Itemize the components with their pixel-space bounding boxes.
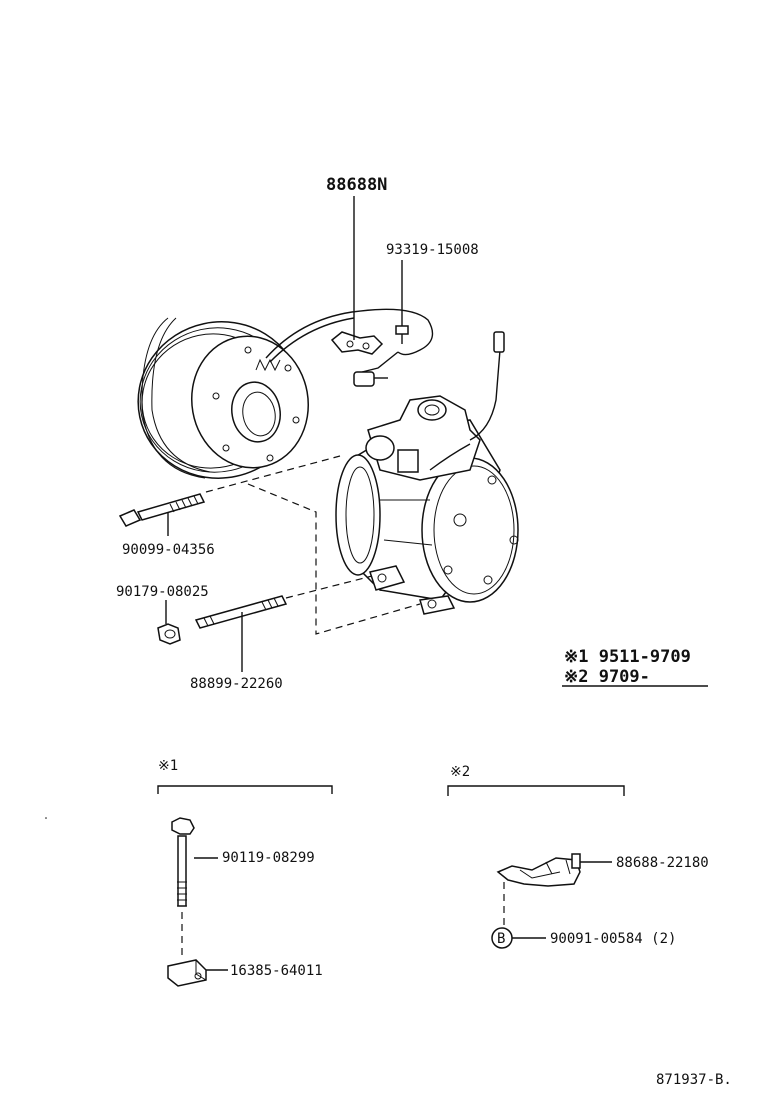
note-1: ※1 9511-9709 bbox=[564, 647, 691, 667]
bolt-90099 bbox=[118, 493, 206, 527]
clutch-pulley bbox=[137, 317, 310, 479]
guide-pulley bbox=[247, 483, 421, 635]
nut-90179 bbox=[157, 623, 181, 645]
group-1-header: ※1 bbox=[158, 758, 178, 774]
label-90179-08025: 90179-08025 bbox=[116, 584, 209, 600]
speck bbox=[45, 817, 47, 819]
label-90119-08299: 90119-08299 bbox=[222, 850, 315, 866]
stud-88899 bbox=[194, 595, 288, 629]
label-88688-22180: 88688-22180 bbox=[616, 855, 709, 871]
marker-b: B bbox=[491, 927, 513, 949]
guide-stud bbox=[285, 575, 373, 599]
label-16385-64011: 16385-64011 bbox=[230, 963, 323, 979]
group-2-bracket bbox=[447, 785, 625, 796]
clutch-lead-wire bbox=[265, 308, 434, 387]
group-1-bracket bbox=[157, 785, 333, 794]
compressor-body bbox=[335, 331, 519, 615]
label-88688N: 88688N bbox=[326, 175, 387, 195]
group-2-header: ※2 bbox=[450, 764, 470, 780]
screw-93319 bbox=[395, 325, 409, 344]
bracket-88688 bbox=[496, 853, 581, 887]
label-88899-22260: 88899-22260 bbox=[190, 676, 283, 692]
marker-b-letter: B bbox=[497, 931, 505, 947]
note-2: ※2 9709- bbox=[564, 667, 650, 687]
bracket-16385 bbox=[167, 959, 207, 987]
label-90091-00584: 90091-00584 (2) bbox=[550, 931, 676, 947]
bolt-90119 bbox=[171, 817, 195, 907]
label-93319-15008: 93319-15008 bbox=[386, 242, 479, 258]
label-90099-04356: 90099-04356 bbox=[122, 542, 215, 558]
diagram-code: 871937-B. bbox=[656, 1072, 732, 1088]
